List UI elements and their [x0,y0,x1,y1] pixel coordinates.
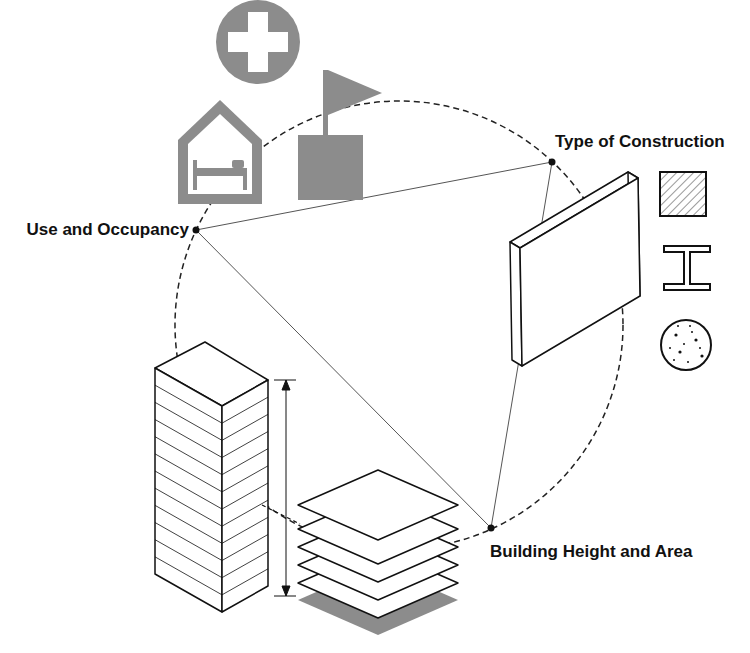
category-label: Building Height and Area [489,542,693,562]
residence-icon [178,100,262,204]
height-dimension [274,380,296,596]
hospital-icon [216,0,300,84]
vertex-dots [193,159,556,532]
assembly-icon [298,70,382,200]
category-label: Type of Construction [554,132,726,152]
wall-panel [510,172,640,366]
tower [155,342,268,612]
material-symbols [660,172,711,370]
category-label: Use and Occupancy [25,220,190,240]
leader-line [262,505,300,524]
floor-plates [298,470,458,635]
